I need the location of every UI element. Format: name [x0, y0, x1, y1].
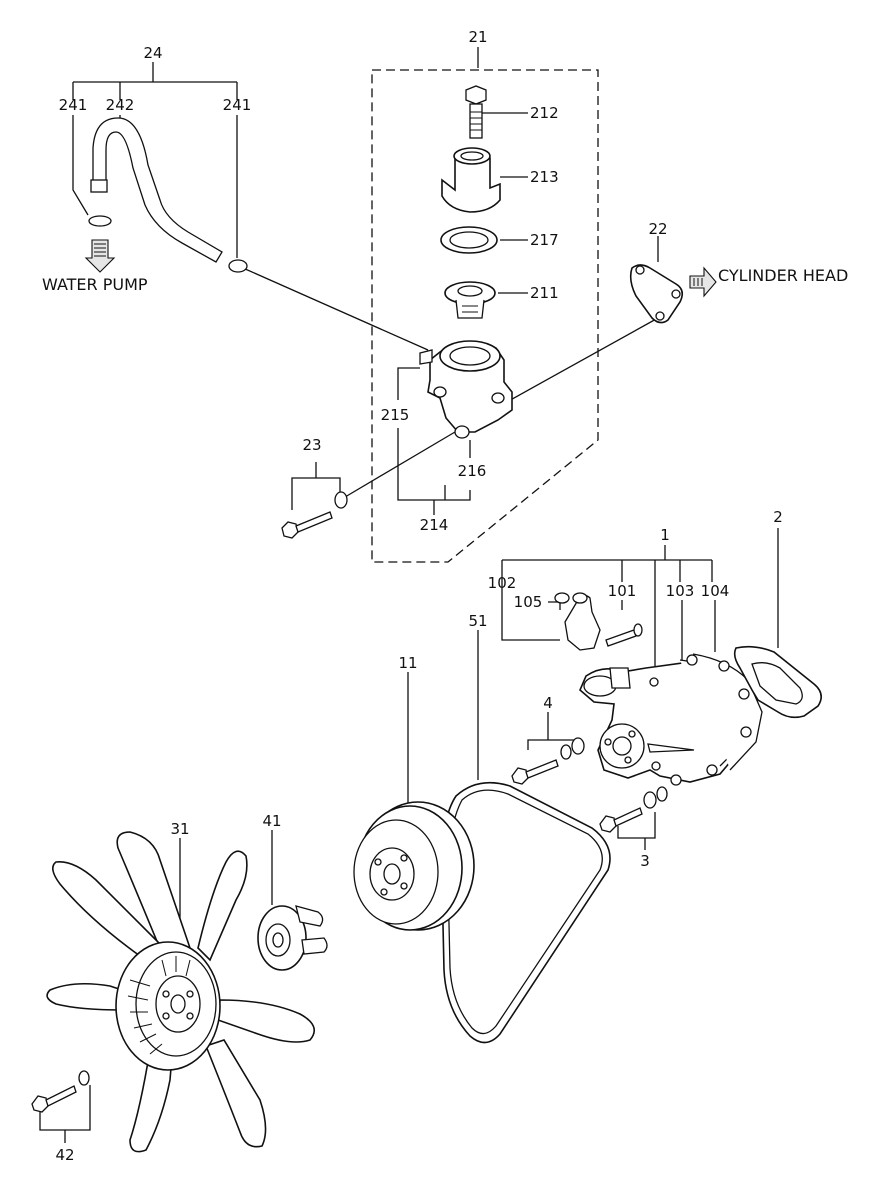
label-11: 11: [398, 654, 417, 672]
label-212: 212: [530, 104, 559, 122]
label-31: 31: [170, 820, 189, 838]
bolt-4: [511, 737, 585, 785]
cylinder-head-callout: CYLINDER HEAD: [718, 266, 848, 285]
label-22: 22: [648, 220, 667, 238]
label-41: 41: [262, 812, 281, 830]
label-241-left: 241: [59, 96, 88, 114]
gasket-22: [629, 264, 684, 324]
pulley-11: [353, 801, 475, 931]
label-103: 103: [666, 582, 695, 600]
fan-spacer-41: [257, 905, 328, 971]
bolt-23: [281, 491, 348, 539]
water-pump-callout: WATER PUMP: [42, 275, 148, 294]
label-215: 215: [381, 406, 410, 424]
label-214: 214: [420, 516, 449, 534]
label-241-right: 241: [223, 96, 252, 114]
bypass-hose-assembly: [88, 117, 248, 273]
arrow-down-icon: [84, 239, 116, 273]
label-102: 102: [488, 574, 517, 592]
label-42: 42: [55, 1146, 74, 1164]
hose-clamp-icon: [228, 259, 248, 273]
arrow-right-icon: [689, 266, 717, 298]
water-pump-assembly: [554, 592, 763, 786]
hose-clamp-icon: [88, 215, 112, 227]
label-101: 101: [608, 582, 637, 600]
label-1: 1: [660, 526, 670, 544]
label-23: 23: [302, 436, 321, 454]
label-3: 3: [640, 852, 650, 870]
label-51: 51: [468, 612, 487, 630]
v-belt-51: [440, 781, 611, 1044]
label-21: 21: [468, 28, 487, 46]
label-211: 211: [530, 284, 559, 302]
label-217: 217: [530, 231, 559, 249]
assembly-21-dashed-box: [371, 69, 599, 563]
bolt-3: [599, 786, 668, 833]
label-105: 105: [514, 593, 543, 611]
thermostat-assembly: [419, 85, 513, 439]
label-4: 4: [543, 694, 553, 712]
label-216: 216: [458, 462, 487, 480]
cooling-fan-31: [46, 831, 316, 1153]
label-242: 242: [106, 96, 135, 114]
label-2: 2: [773, 508, 783, 526]
label-213: 213: [530, 168, 559, 186]
label-104: 104: [701, 582, 730, 600]
bolt-42: [31, 1070, 90, 1113]
label-24: 24: [143, 44, 162, 62]
